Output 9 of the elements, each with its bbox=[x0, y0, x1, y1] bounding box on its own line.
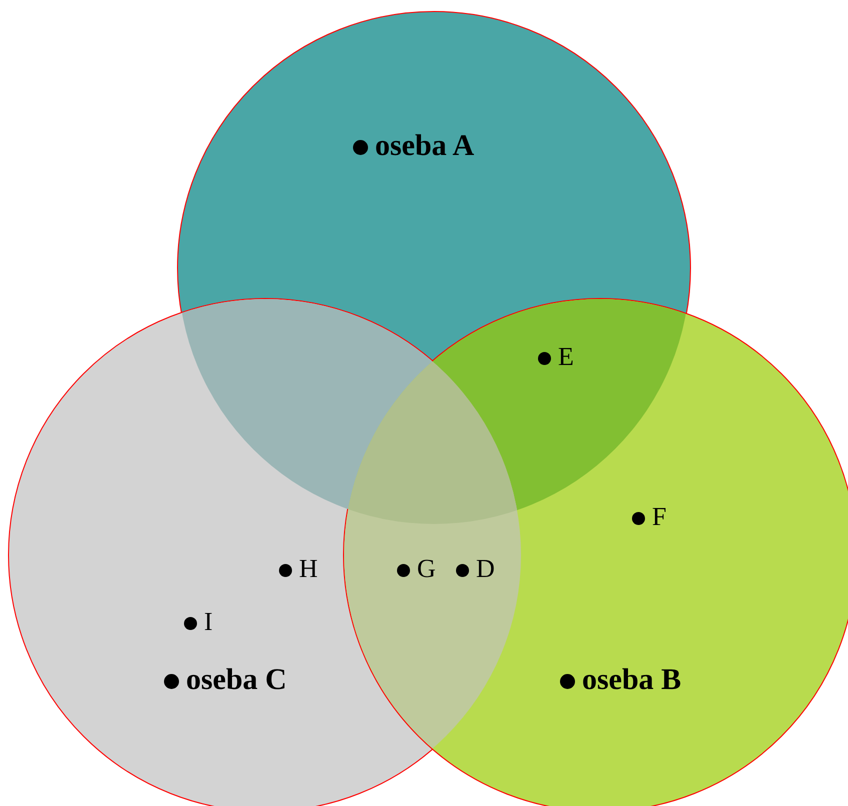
point-label: H bbox=[299, 556, 318, 582]
point-label: E bbox=[558, 344, 574, 370]
set-label: oseba A bbox=[375, 131, 474, 161]
set-label: oseba C bbox=[186, 665, 287, 695]
point-label: F bbox=[652, 504, 666, 530]
point-label: D bbox=[476, 556, 495, 582]
point-label: G bbox=[417, 556, 436, 582]
point-label: I bbox=[204, 609, 213, 635]
set-label: oseba B bbox=[582, 665, 682, 695]
